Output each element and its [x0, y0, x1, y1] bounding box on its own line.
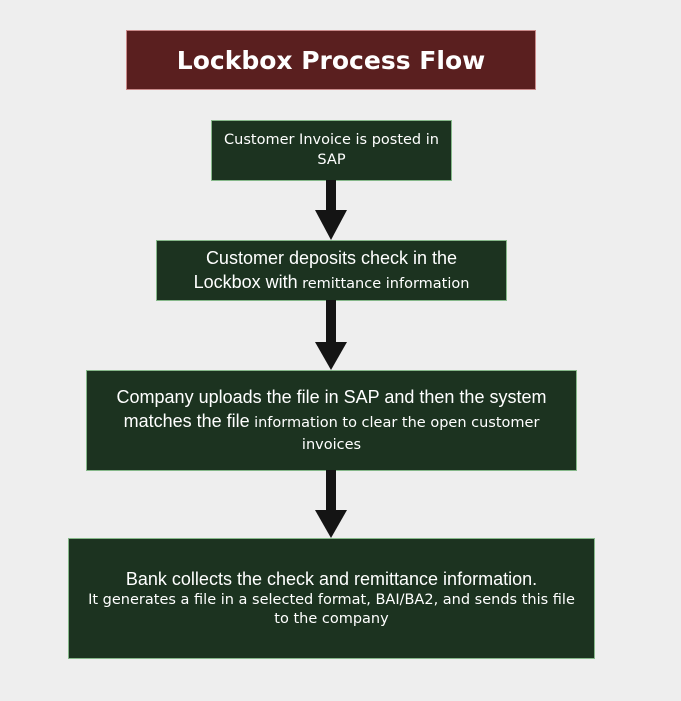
step-4-line1: Bank collects the check and remittance i…: [125, 568, 538, 589]
step-2-line2: Lockbox with remittance information: [194, 271, 470, 295]
step-2-line2-main: Lockbox with: [193, 271, 298, 292]
step-3-line1: Company uploads the file in SAP and then…: [116, 387, 547, 408]
step-3-line2-main: matches the file: [123, 410, 250, 431]
arrow-1-to-2: [315, 180, 347, 240]
diagram-title-text: Lockbox Process Flow: [176, 45, 486, 75]
step-4-line2: It generates a file in a selected format…: [88, 592, 575, 628]
step-3-line2-small: information to clear the open customer i…: [254, 414, 540, 453]
diagram-title: Lockbox Process Flow: [126, 30, 536, 90]
step-1-text: Customer Invoice is posted in SAP: [224, 132, 439, 168]
arrow-3-to-4: [315, 470, 347, 538]
step-customer-deposits-check: Customer deposits check in the Lockbox w…: [156, 240, 507, 301]
step-2-line2-small: remittance information: [302, 275, 470, 292]
step-company-uploads-file: Company uploads the file in SAP and then…: [86, 370, 577, 471]
step-bank-collects-check: Bank collects the check and remittance i…: [68, 538, 595, 659]
step-2-line1: Customer deposits check in the: [205, 247, 458, 268]
step-customer-invoice-posted: Customer Invoice is posted in SAP: [211, 120, 452, 181]
step-3-line2: matches the file information to clear th…: [101, 410, 562, 455]
arrow-2-to-3: [315, 300, 347, 370]
